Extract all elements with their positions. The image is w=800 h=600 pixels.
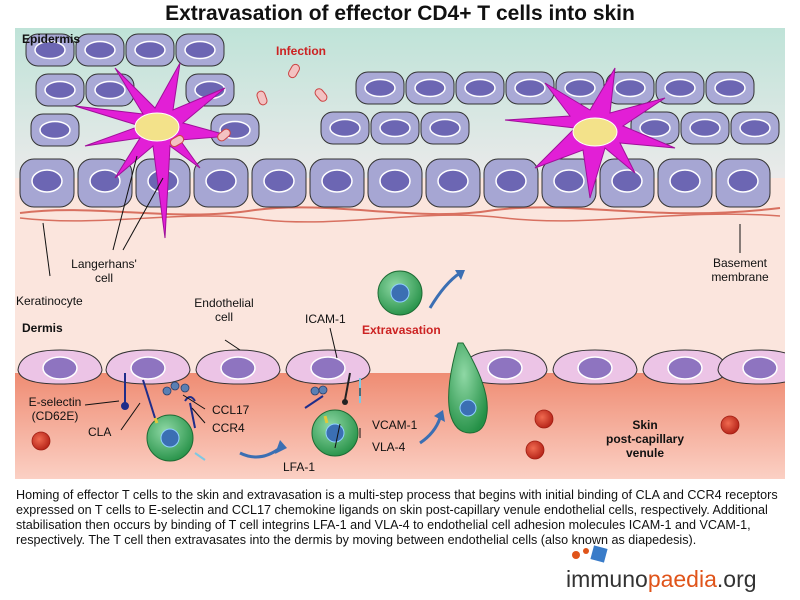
endothelial-label-line2: cell <box>214 310 233 324</box>
dermis-label: Dermis <box>22 321 63 335</box>
vla4-label: VLA-4 <box>372 440 406 454</box>
endothelial-label-line1: Endothelial <box>194 296 254 310</box>
langerhans-label-line2: cell <box>94 271 113 285</box>
basement-membrane-label: Basement membrane <box>700 256 780 284</box>
immunopaedia-logo[interactable]: immunopaedia.org <box>566 566 757 593</box>
eselectin-label: E-selectin (CD62E) <box>20 395 90 423</box>
immunopaedia-logo-icon <box>572 545 608 563</box>
lfa1-label: LFA-1 <box>283 460 316 474</box>
logo-part1: immuno <box>566 566 648 592</box>
venule-label-line2: post-capillary <box>605 432 685 446</box>
diagram-title: Extravasation of effector CD4+ T cells i… <box>165 2 635 25</box>
basement-label-line2: membrane <box>711 270 769 284</box>
vcam1-label: VCAM-1 <box>372 418 418 432</box>
extravasation-label: Extravasation <box>362 323 441 337</box>
langerhans-cell-right <box>504 67 676 199</box>
basement-label-line1: Basement <box>712 256 768 270</box>
figure-caption: Homing of effector T cells to the skin a… <box>16 488 778 547</box>
venule-label-line1: Skin <box>632 418 658 432</box>
ccr4-label: CCR4 <box>212 421 245 435</box>
endothelial-cell-label: Endothelial cell <box>184 296 264 324</box>
diagram-illustration <box>15 28 785 479</box>
eselectin-label-line1: E-selectin <box>28 395 82 409</box>
icam1-label: ICAM-1 <box>305 312 346 326</box>
logo-part2: paedia <box>647 566 717 592</box>
venule-label: Skin post-capillary venule <box>595 418 695 460</box>
infection-label: Infection <box>276 44 326 58</box>
keratinocyte-label: Keratinocyte <box>16 294 83 308</box>
logo-part3: .org <box>716 566 757 592</box>
langerhans-label: Langerhans' cell <box>54 257 154 285</box>
langerhans-cell-left <box>74 62 231 239</box>
venule-label-line3: venule <box>625 446 664 460</box>
ccl17-label: CCL17 <box>212 403 250 417</box>
eselectin-label-line2: (CD62E) <box>31 409 79 423</box>
epidermis-label: Epidermis <box>22 32 81 46</box>
cla-label: CLA <box>88 425 112 439</box>
langerhans-label-line1: Langerhans' <box>71 257 137 271</box>
